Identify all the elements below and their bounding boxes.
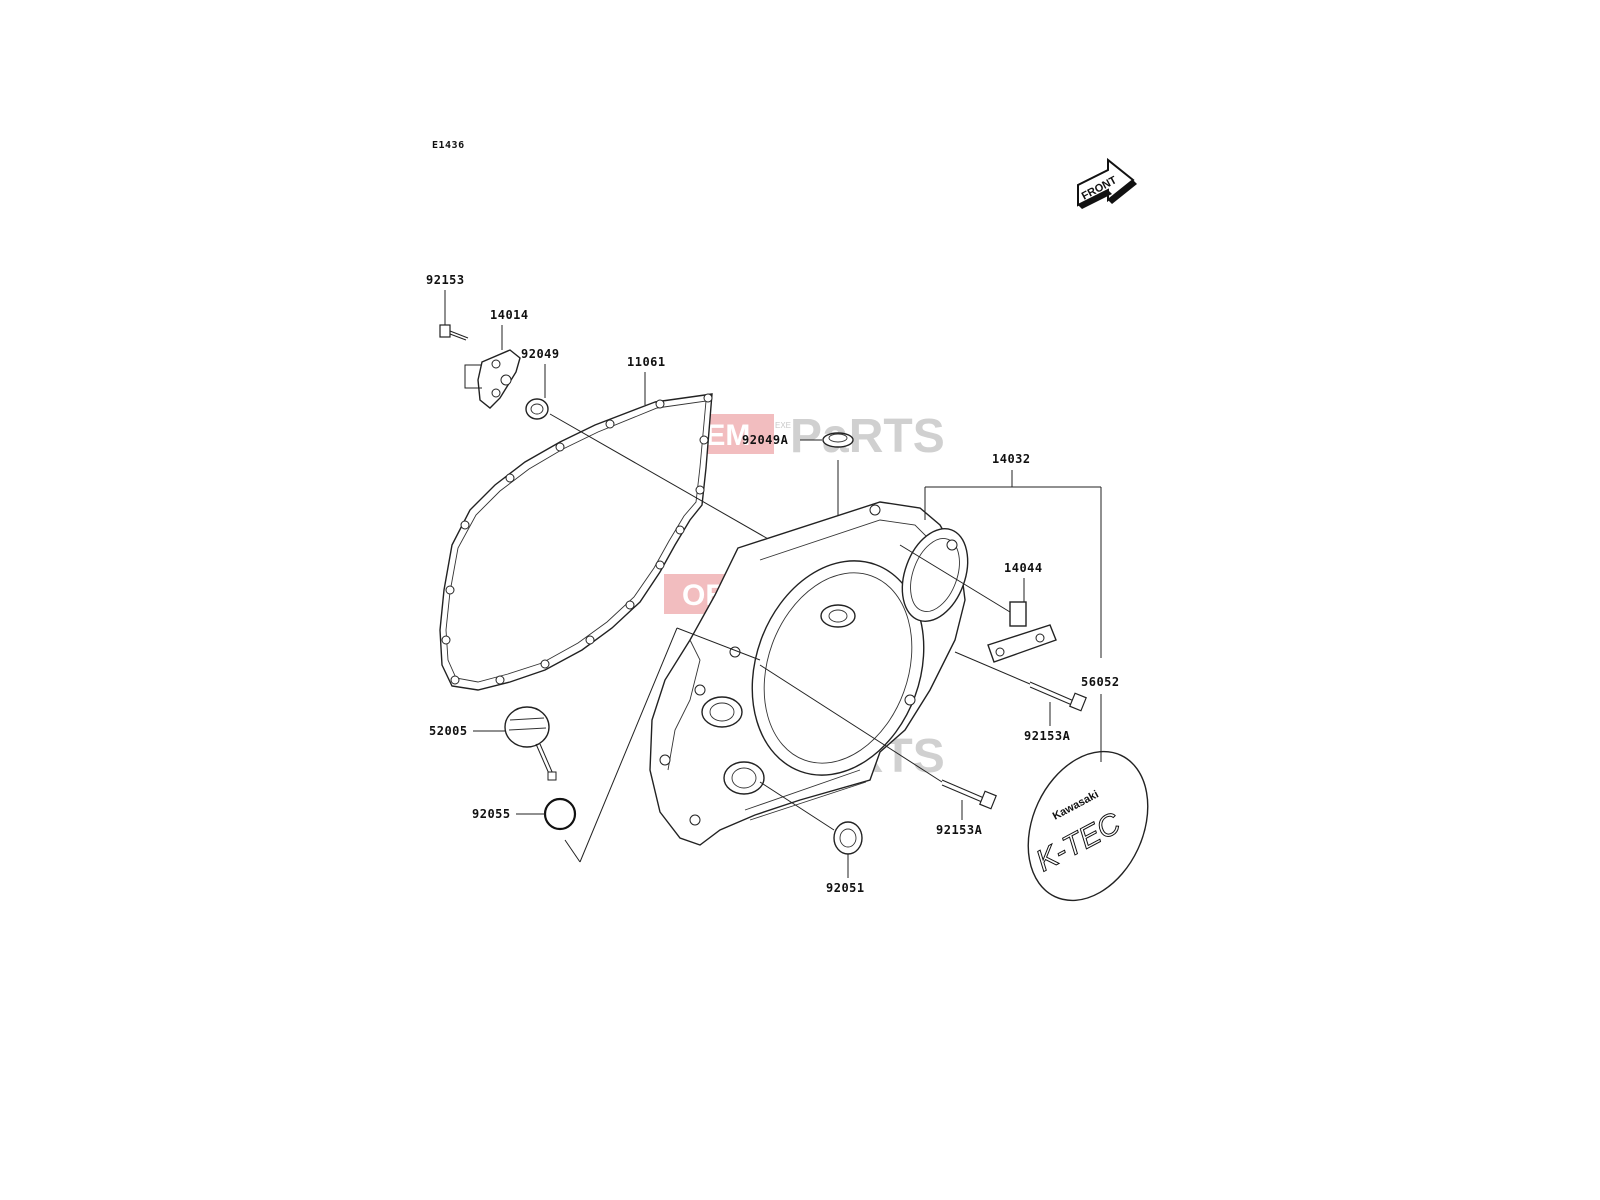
gasket-11061[interactable] [439,393,713,691]
dipstick-52005[interactable] [504,706,557,781]
label-92055[interactable]: 92055 [472,807,511,821]
label-92049[interactable]: 92049 [521,347,560,361]
label-92049A[interactable]: 92049A [742,433,789,447]
bolt-92153A-upper[interactable] [1029,681,1087,712]
o-ring-92055[interactable] [543,797,577,831]
label-92051[interactable]: 92051 [826,881,865,895]
label-92153[interactable]: 92153 [426,273,465,287]
diagram-code: E1436 [432,140,465,151]
label-92153A-upper[interactable]: 92153A [1024,729,1071,743]
bracket-14044[interactable] [987,601,1057,663]
label-14044[interactable]: 14044 [1004,561,1043,575]
label-14032[interactable]: 14032 [992,452,1031,466]
seal-92049A[interactable] [822,432,854,448]
seal-92049[interactable] [525,398,549,420]
bolt-92153[interactable] [439,324,469,341]
plate-14014[interactable] [477,349,521,409]
svg-text:PaRTS: PaRTS [790,410,945,463]
svg-text:EXE: EXE [775,421,791,430]
label-52005[interactable]: 52005 [429,724,468,738]
label-11061[interactable]: 11061 [627,355,666,369]
label-56052[interactable]: 56052 [1081,675,1120,689]
seal-92051[interactable] [833,821,863,855]
label-92153A-lower[interactable]: 92153A [936,823,983,837]
clutch-cover-14032[interactable] [649,501,980,846]
front-arrow-icon: FRONT [1077,157,1137,209]
bolt-92153A-lower[interactable] [941,779,997,810]
label-14014[interactable]: 14014 [490,308,529,322]
emblem-56052[interactable]: Kawasaki K-TEC [1005,732,1171,920]
